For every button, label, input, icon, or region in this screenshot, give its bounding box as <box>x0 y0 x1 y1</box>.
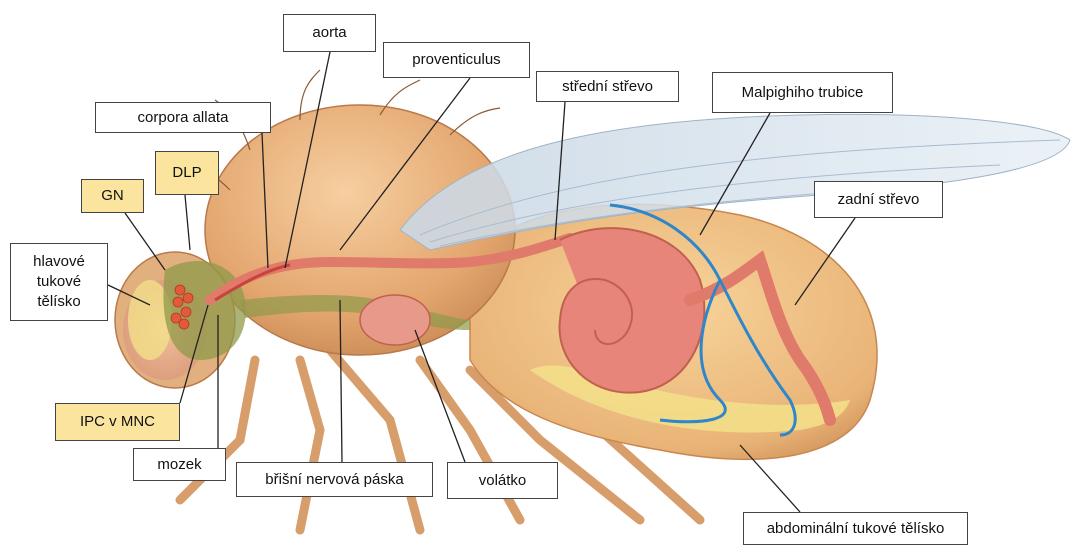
label-hlavove-line3: tělísko <box>37 292 80 312</box>
label-aorta: aorta <box>283 14 376 52</box>
brain <box>163 261 245 360</box>
label-brisni-nervova-paska: břišní nervová páska <box>236 462 433 497</box>
label-volatko: volátko <box>447 462 558 499</box>
crop <box>360 295 430 345</box>
label-hlavove-line1: hlavové <box>33 252 85 272</box>
label-stredni-strevo: střední střevo <box>536 71 679 102</box>
label-malpighiho-trubice: Malpighiho trubice <box>712 72 893 113</box>
label-abdominalni-tukove-telisko: abdominální tukové tělísko <box>743 512 968 545</box>
label-gn: GN <box>81 179 144 213</box>
label-mozek: mozek <box>133 448 226 481</box>
label-ipc-v-mnc: IPC v MNC <box>55 403 180 441</box>
label-corpora-allata: corpora allata <box>95 102 271 133</box>
label-zadni-strevo: zadní střevo <box>814 181 943 218</box>
label-dlp: DLP <box>155 151 219 195</box>
label-hlavove-tukove-telisko: hlavové tukové tělísko <box>10 243 108 321</box>
label-hlavove-line2: tukové <box>37 272 81 292</box>
label-proventriculus: proventiculus <box>383 42 530 78</box>
